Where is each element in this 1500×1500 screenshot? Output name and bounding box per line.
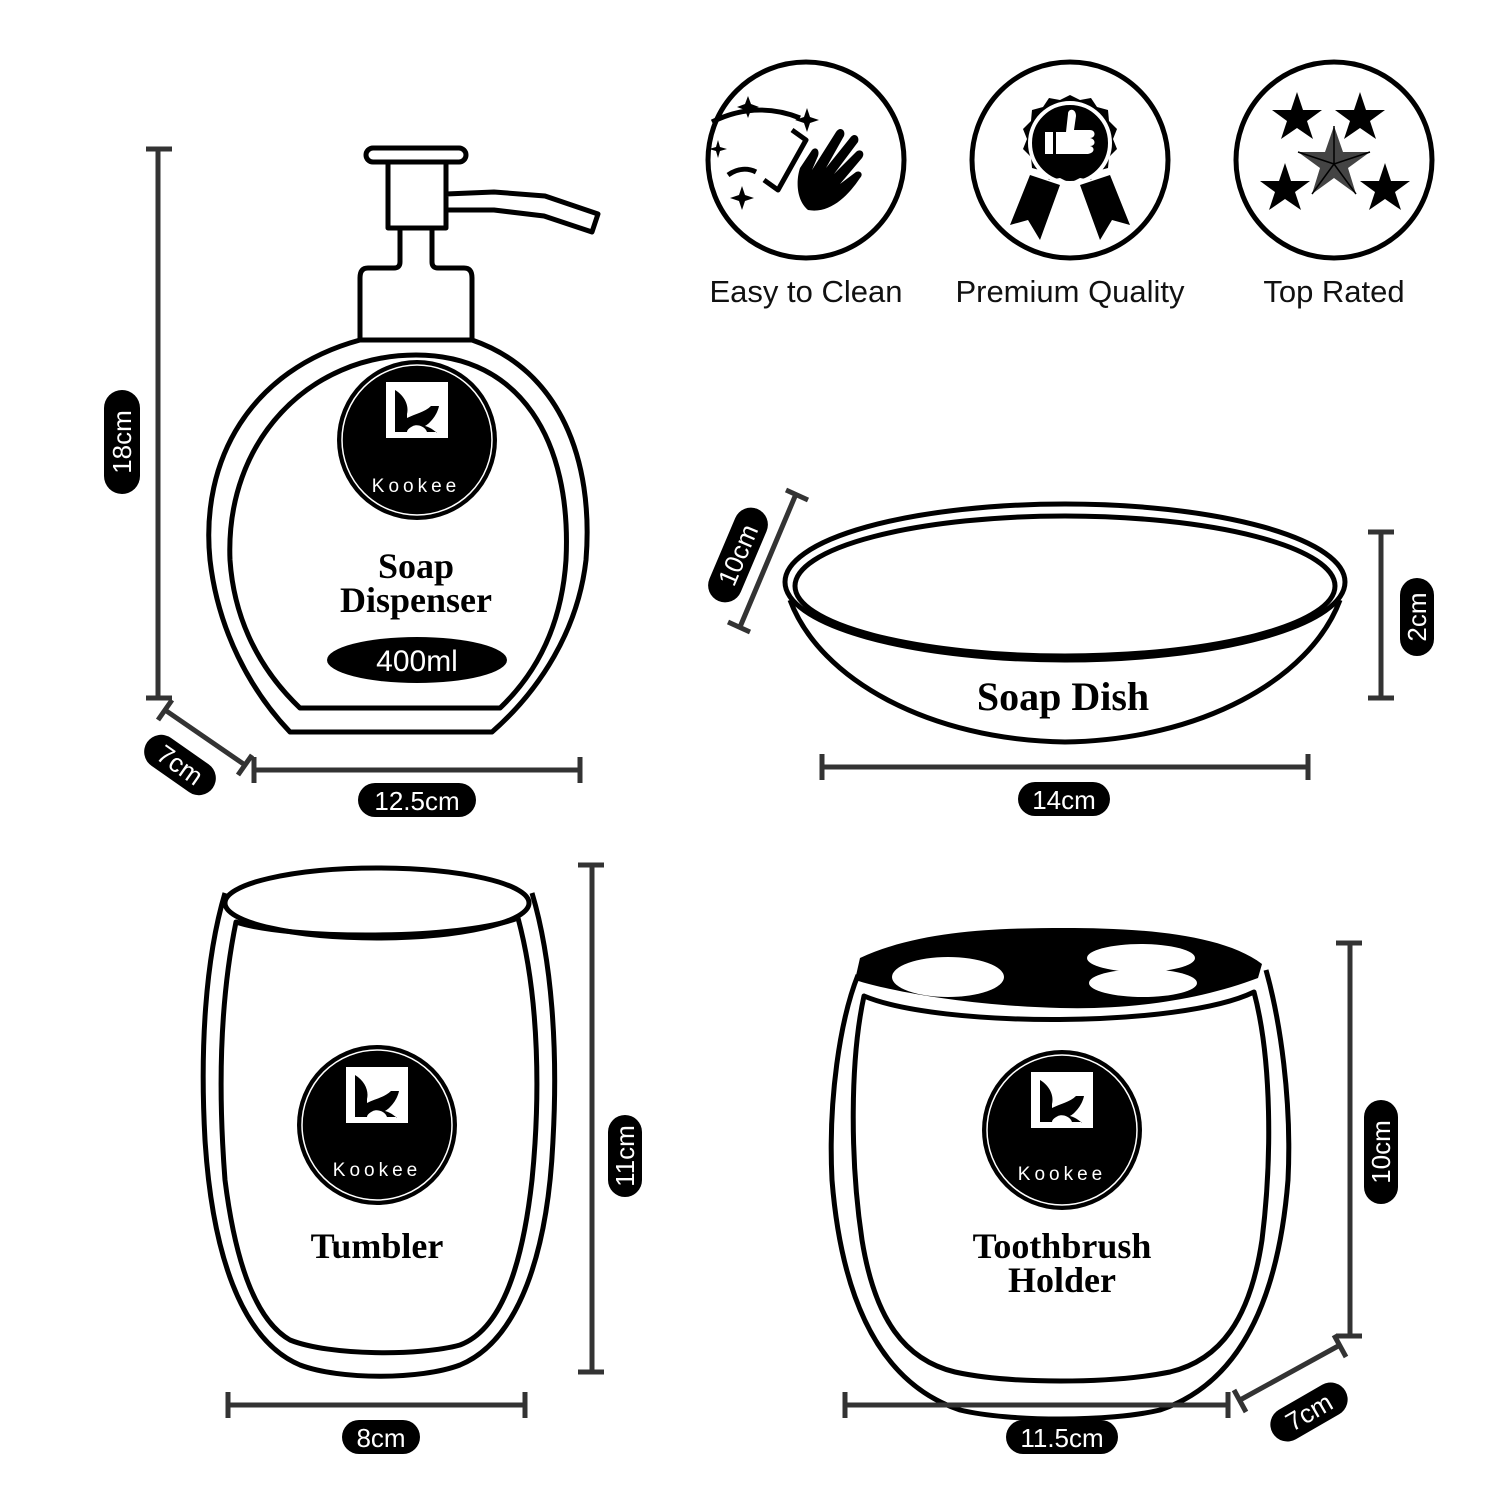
brand-name: Kookee — [1018, 1164, 1106, 1185]
svg-text:11.5cm: 11.5cm — [1020, 1423, 1103, 1453]
svg-text:8cm: 8cm — [356, 1423, 405, 1453]
product-title-line1: Soap — [378, 546, 454, 586]
width-dimension: 8cm — [225, 1392, 528, 1454]
soap-dish: Soap Dish 10cm 2cm 14cm — [708, 487, 1434, 816]
feature-premium-quality: Premium Quality — [955, 59, 1185, 309]
capacity-badge — [327, 637, 507, 683]
brush-slot-large — [892, 957, 1004, 997]
svg-text:14cm: 14cm — [1032, 785, 1096, 815]
brand-name: Kookee — [333, 1160, 421, 1181]
holder-inner — [850, 989, 1272, 1384]
toothbrush-holder: Kookee Toothbrush Holder 10cm 11.5cm 7cm — [828, 928, 1398, 1454]
feature-easy-to-clean: Easy to Clean — [705, 59, 907, 309]
width-dimension: 11.5cm — [842, 1392, 1231, 1454]
soap-dispenser: Kookee Soap Dispenser 400ml 18cm 12.5cm … — [104, 145, 601, 817]
svg-text:18cm: 18cm — [107, 410, 137, 474]
badge-circle — [1233, 59, 1435, 261]
svg-text:10cm: 10cm — [1366, 1120, 1396, 1184]
height-dimension: 18cm — [104, 146, 172, 701]
depth-dimension: 7cm — [1231, 1333, 1349, 1442]
height-dimension: 2cm — [1368, 529, 1434, 701]
svg-text:11cm: 11cm — [610, 1125, 640, 1187]
holder-outer — [828, 969, 1292, 1422]
feature-label: Top Rated — [1263, 274, 1404, 309]
capacity-label: 400ml — [376, 645, 458, 678]
hand-wipe-sparkle-icon — [709, 96, 864, 211]
brand-name: Kookee — [372, 476, 460, 497]
bottle-inner — [227, 352, 569, 711]
svg-text:12.5cm: 12.5cm — [374, 786, 459, 816]
pump-head — [357, 145, 601, 343]
product-title-line2: Holder — [1008, 1260, 1116, 1300]
product-title: Tumbler — [311, 1226, 444, 1266]
brand-logo — [296, 1044, 458, 1206]
height-dimension: 10cm — [1336, 940, 1398, 1339]
product-title-line1: Toothbrush — [973, 1226, 1152, 1266]
depth-dimension: 7cm — [144, 698, 255, 796]
width-dimension: 14cm — [819, 754, 1311, 816]
feature-label: Easy to Clean — [710, 274, 903, 309]
tumbler: Kookee Tumbler 11cm 8cm — [200, 862, 642, 1454]
badge-circle — [705, 59, 907, 261]
badge-circle — [969, 59, 1171, 261]
tumbler-outer — [200, 892, 558, 1379]
dish-rim-inner — [792, 513, 1338, 659]
product-title: Soap Dish — [977, 674, 1149, 719]
brush-slot-top — [1087, 944, 1195, 972]
height-dimension: 11cm — [578, 862, 642, 1375]
tumbler-inner — [218, 915, 540, 1356]
feature-label: Premium Quality — [955, 274, 1185, 309]
dish-rim-outer — [782, 501, 1348, 663]
feature-top-rated: Top Rated — [1233, 59, 1435, 309]
bottle-outer — [206, 337, 590, 735]
tumbler-rim — [222, 865, 532, 941]
svg-text:2cm: 2cm — [1402, 592, 1432, 641]
width-dimension: 12.5cm — [251, 757, 583, 817]
five-stars-icon — [1260, 92, 1410, 210]
brush-slot-bottom — [1089, 969, 1197, 997]
ribbon-badge-thumbs-up-icon — [1010, 95, 1130, 240]
dish-bowl — [787, 599, 1343, 745]
product-title-line2: Dispenser — [340, 580, 492, 620]
brand-logo — [981, 1049, 1143, 1211]
